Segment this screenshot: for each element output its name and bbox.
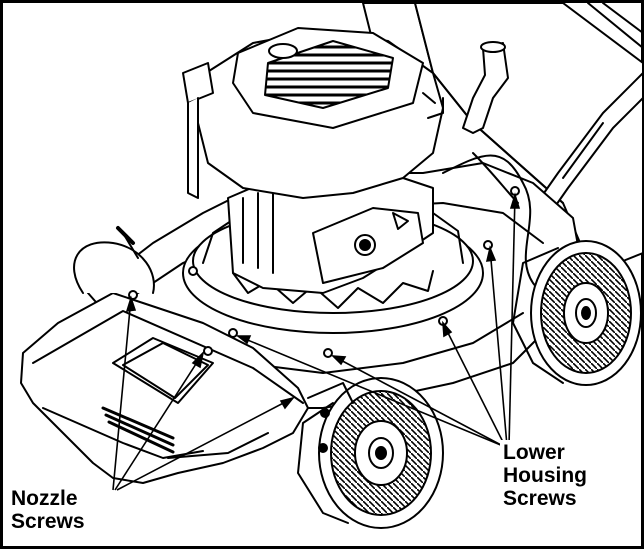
nozzle-screws-label: Nozzle Screws bbox=[8, 486, 88, 534]
nozzle-label-line2: Screws bbox=[11, 510, 85, 533]
housing-label-line2: Housing bbox=[503, 464, 587, 487]
housing-label-line1: Lower bbox=[503, 441, 587, 464]
lower-housing-screws-label: Lower Housing Screws bbox=[500, 440, 590, 511]
left-wheel-rear bbox=[74, 228, 154, 293]
engine-shroud bbox=[183, 28, 443, 198]
nozzle-label-line1: Nozzle bbox=[11, 487, 85, 510]
housing-label-line3: Screws bbox=[503, 487, 587, 510]
